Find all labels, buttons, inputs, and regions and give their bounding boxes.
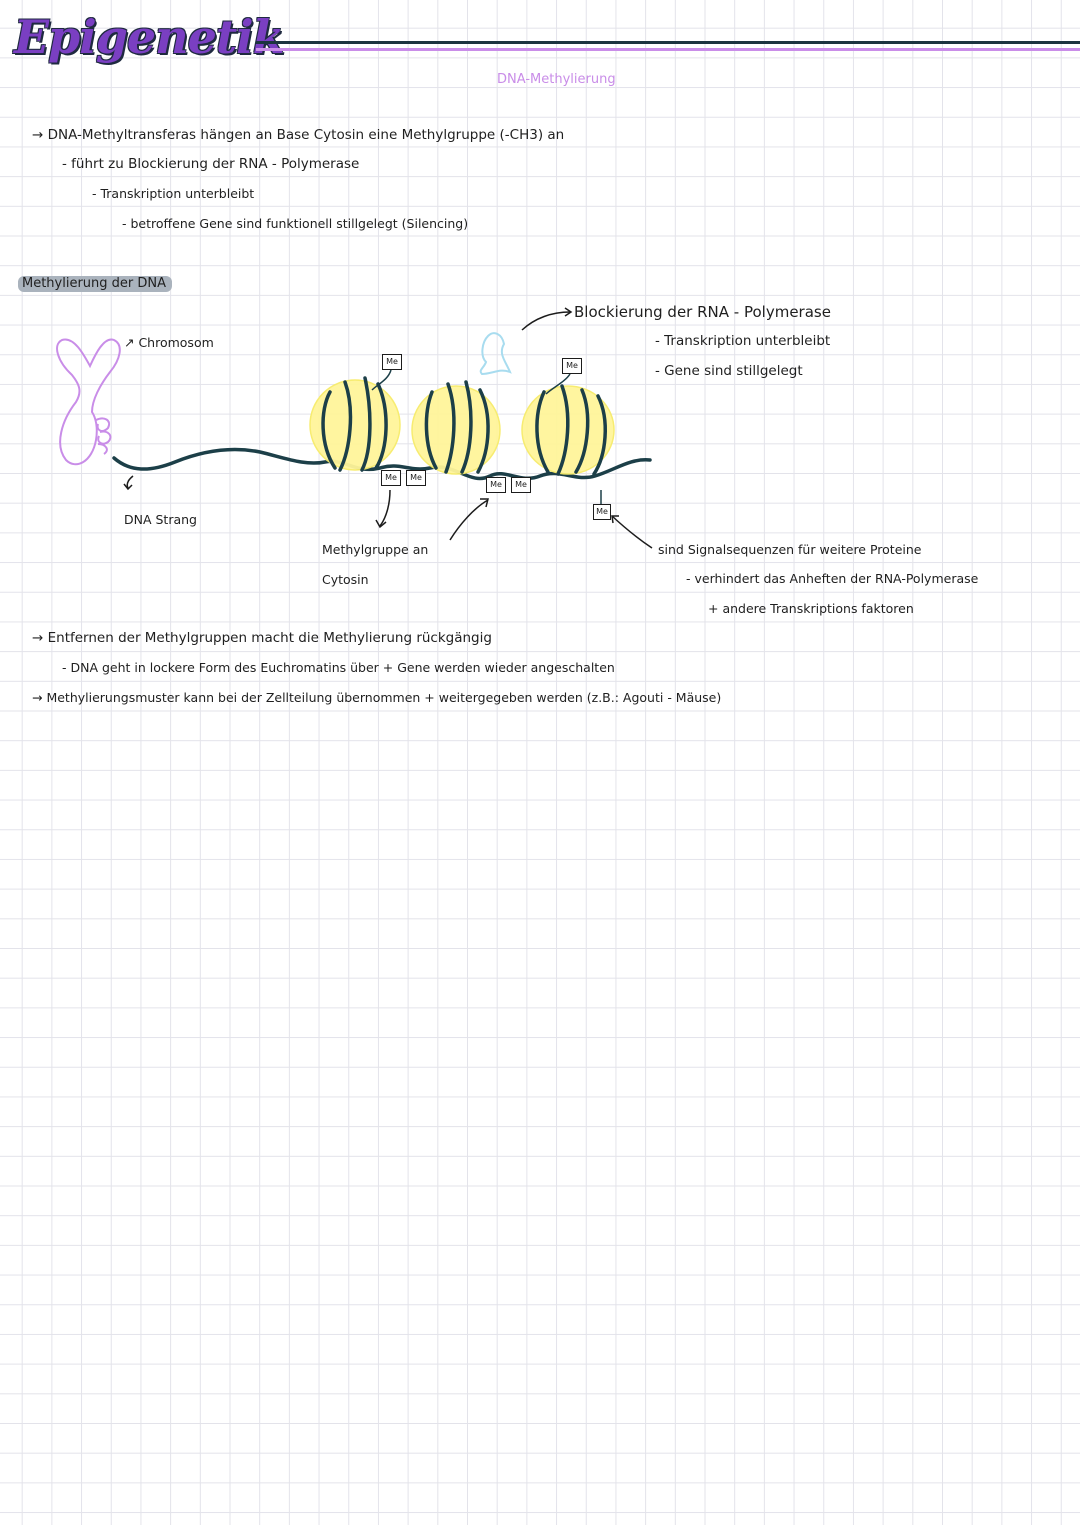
methyl-cytosin-label-1: Methylgruppe an [322, 542, 429, 557]
methyl-tag: Me [511, 477, 531, 493]
outro-line-1: → Entfernen der Methylgruppen macht die … [32, 630, 492, 646]
dna-methylation-diagram [56, 307, 653, 549]
title-rule-dark [256, 41, 1080, 44]
section-heading: Methylierung der DNA [18, 276, 173, 292]
signal-line-1: sind Signalsequenzen für weitere Protein… [658, 542, 922, 557]
methyl-tag: Me [562, 358, 582, 374]
intro-line-1: → DNA-Methyltransferas hängen an Base Cy… [32, 127, 565, 143]
signal-line-3: + andere Transkriptions faktoren [708, 601, 914, 616]
rna-polymerase-shape [479, 332, 512, 376]
dna-strand-label: DNA Strang [124, 512, 197, 527]
methyl-cytosin-label-2: Cytosin [322, 572, 369, 587]
blocking-sub-2: - Gene sind stillgelegt [655, 363, 803, 379]
signal-line-2: - verhindert das Anheften der RNA-Polyme… [686, 571, 979, 586]
chromosome-label: ↗ Chromosom [124, 335, 214, 350]
intro-line-2: - führt zu Blockierung der RNA - Polymer… [62, 156, 360, 172]
methyl-tag: Me [382, 354, 402, 370]
methyl-tag-connectors [371, 369, 602, 504]
chromosome-drawing [56, 338, 121, 466]
blocking-label: Blockierung der RNA - Polymerase [574, 303, 831, 321]
histone-group [309, 379, 615, 475]
outro-line-2: - DNA geht in lockere Form des Euchromat… [62, 660, 615, 675]
methyl-tag: Me [486, 477, 506, 493]
methyl-tag: Me [406, 470, 426, 486]
outro-line-3: → Methylierungsmuster kann bei der Zellt… [32, 690, 722, 705]
methyl-tag: Me [593, 504, 611, 520]
diagram-arrows [123, 307, 653, 549]
page-subtitle: DNA-Methylierung [497, 72, 616, 87]
blocking-sub-1: - Transkription unterbleibt [655, 333, 831, 349]
page-title: Epigenetik [14, 10, 284, 64]
intro-line-4: - betroffene Gene sind funktionell still… [122, 216, 469, 231]
title-rule-purple [256, 48, 1080, 51]
dna-wraps [321, 376, 607, 476]
methyl-tag: Me [381, 470, 401, 486]
intro-line-3: - Transkription unterbleibt [92, 186, 255, 201]
